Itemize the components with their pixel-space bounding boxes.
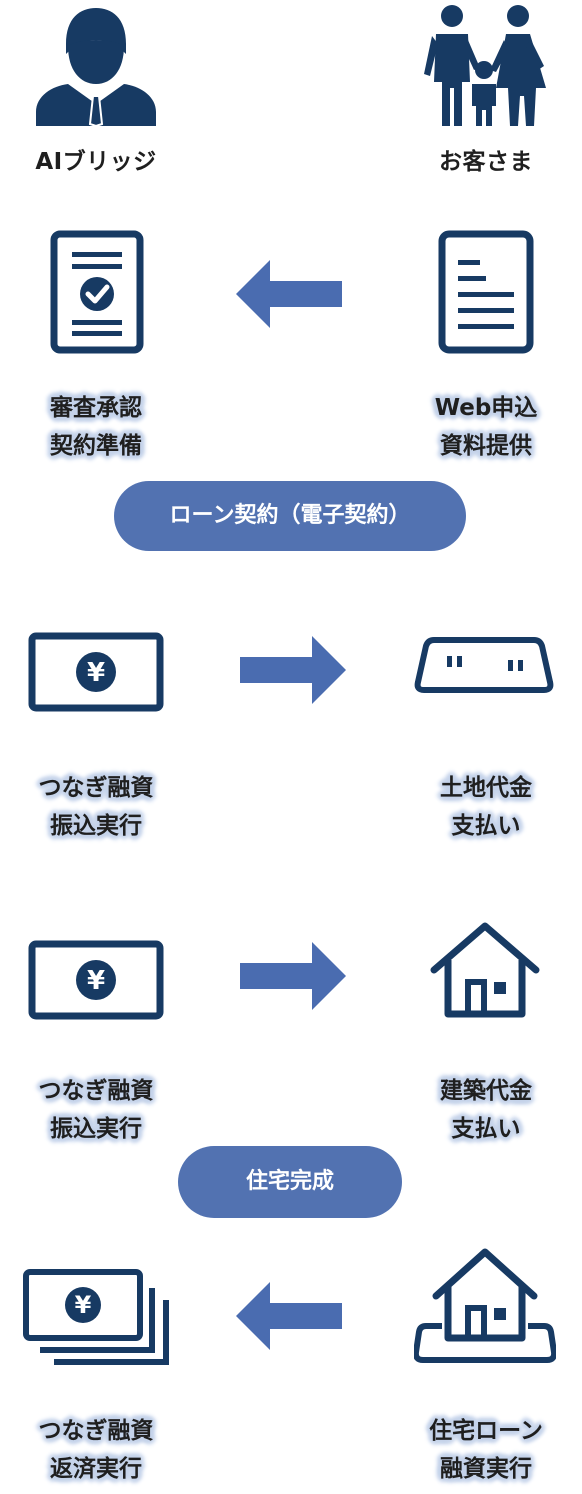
contract-milestone: ローン契約（電子契約） <box>114 481 466 551</box>
yen-symbol: ¥ <box>75 1291 92 1319</box>
step1-left-label: 審査承認契約準備 <box>50 395 142 459</box>
arrow-left <box>236 260 342 328</box>
yen-bill-icon: ¥ <box>28 940 164 1020</box>
arrow-right <box>240 636 346 704</box>
arrow-left <box>236 1282 342 1350</box>
step3-right-label: 建築代金支払い <box>440 1078 532 1142</box>
arrow-right <box>240 942 346 1010</box>
completion-milestone: 住宅完成 <box>178 1146 402 1218</box>
document-icon <box>438 230 534 354</box>
house-icon <box>430 922 540 1018</box>
step3-left-label: つなぎ融資振込実行 <box>38 1078 154 1142</box>
document-check-icon <box>50 230 144 354</box>
yen-symbol: ¥ <box>87 966 105 996</box>
land-plot-icon <box>414 637 554 693</box>
step2-left-label: つなぎ融資振込実行 <box>38 775 154 839</box>
header-right-label: お客さま <box>439 149 533 175</box>
step1-right-label: Web申込資料提供 <box>434 395 538 459</box>
family-icon <box>424 5 546 126</box>
step4-right-label: 住宅ローン融資実行 <box>429 1418 543 1482</box>
header-left-label: AIブリッジ <box>35 149 157 175</box>
step4-left-label: つなぎ融資返済実行 <box>38 1418 154 1482</box>
yen-bills-stack-icon: ¥ <box>23 1269 169 1365</box>
businessman-icon <box>36 8 156 126</box>
yen-bill-icon: ¥ <box>28 632 164 712</box>
house-on-land-icon <box>414 1248 556 1363</box>
yen-symbol: ¥ <box>87 658 105 688</box>
step2-right-label: 土地代金支払い <box>440 775 532 839</box>
